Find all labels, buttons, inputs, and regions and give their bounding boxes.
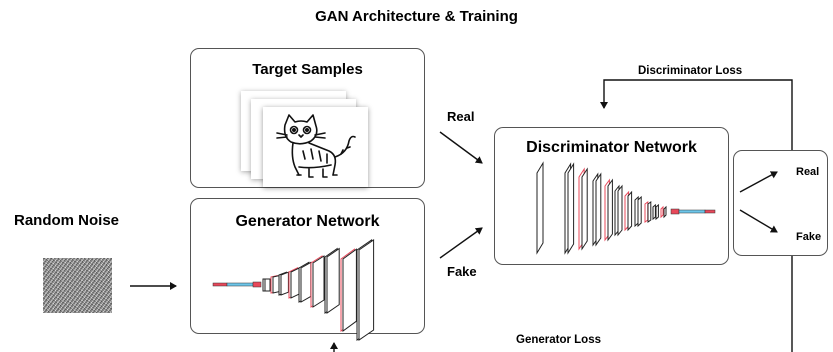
output-real-label: Real bbox=[796, 166, 820, 178]
network-layer-slab bbox=[264, 278, 271, 292]
generator-title: Generator Network bbox=[235, 213, 380, 230]
discriminator-title: Discriminator Network bbox=[526, 139, 697, 156]
network-layer-slab bbox=[595, 172, 602, 247]
target-samples-title: Target Samples bbox=[252, 61, 363, 78]
network-layer-slab bbox=[567, 162, 575, 255]
discriminator-box: Discriminator Network bbox=[494, 127, 729, 265]
edge-label-discriminator-loss: Discriminator Loss bbox=[638, 65, 743, 77]
network-layer-slab bbox=[627, 190, 633, 232]
network-layer-slab bbox=[342, 248, 357, 332]
network-layer-slab bbox=[637, 195, 642, 228]
network-layer-bar bbox=[704, 209, 716, 214]
edge-label-generator-loss: Generator Loss bbox=[516, 334, 601, 346]
sample-card-front bbox=[263, 107, 368, 187]
network-layer-slab bbox=[536, 161, 544, 255]
arrow-real-to-discriminator bbox=[439, 131, 483, 164]
network-layer-slab bbox=[358, 239, 375, 341]
network-layer-slab bbox=[663, 205, 667, 219]
network-layer-slab bbox=[660, 205, 664, 219]
diagram-title: GAN Architecture & Training bbox=[315, 8, 518, 25]
discriminator-network-illustration bbox=[536, 161, 716, 255]
network-layer-slab bbox=[581, 167, 588, 251]
random-noise-label: Random Noise bbox=[14, 212, 120, 229]
arrow-to-real-output bbox=[739, 171, 778, 193]
noise-image bbox=[43, 258, 112, 313]
generator-box: Generator Network bbox=[190, 198, 425, 341]
arrow-to-fake-output bbox=[739, 209, 778, 233]
network-layer-slab bbox=[312, 255, 325, 308]
discriminator-loss-feedback-line bbox=[600, 79, 793, 150]
network-layer-slab bbox=[655, 203, 659, 221]
network-layer-slab bbox=[607, 178, 613, 242]
network-layer-slab bbox=[617, 184, 623, 237]
output-box: Real Fake bbox=[733, 150, 828, 256]
cat-drawing bbox=[276, 114, 356, 178]
output-fake-label: Fake bbox=[796, 231, 822, 243]
edge-label-fake: Fake bbox=[447, 264, 477, 279]
network-layer-slab bbox=[326, 247, 340, 314]
network-layer-bar bbox=[252, 281, 262, 288]
generator-network-illustration bbox=[212, 239, 375, 341]
edge-label-real: Real bbox=[447, 109, 475, 124]
network-layer-slab bbox=[280, 271, 289, 296]
network-layer-slab bbox=[652, 203, 656, 221]
target-samples-box: Target Samples bbox=[190, 48, 425, 188]
arrow-fake-to-discriminator bbox=[439, 227, 483, 259]
network-layer-slab bbox=[647, 201, 652, 223]
